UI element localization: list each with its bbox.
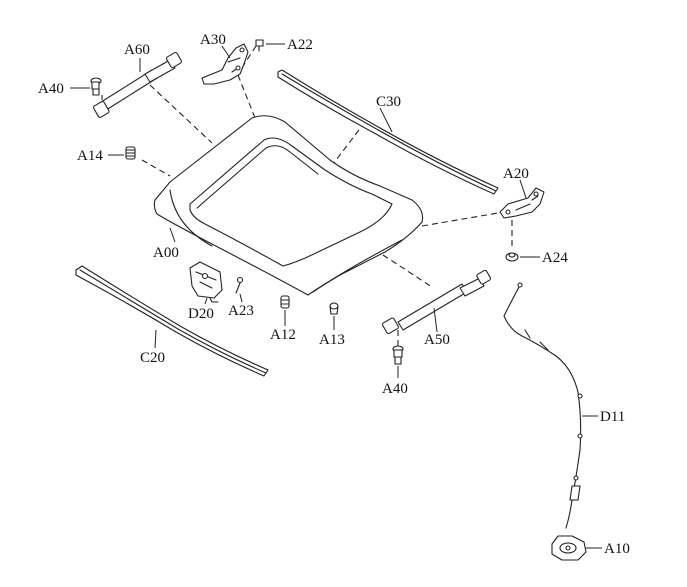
pin-a23 <box>235 276 244 294</box>
stopper-a13 <box>329 302 339 315</box>
bolt-a40-top <box>90 77 102 96</box>
hinge-a30 <box>201 43 249 85</box>
label-a50: A50 <box>424 332 450 348</box>
release-cable-d11 <box>503 282 583 529</box>
dashed-connectors <box>101 45 513 346</box>
nut-a24 <box>505 252 519 262</box>
label-a00: A00 <box>153 245 179 261</box>
hood-panel-a00 <box>153 115 424 296</box>
seal-strip-c30 <box>277 69 499 195</box>
seal-strip-c20 <box>75 265 269 377</box>
bolt-a22 <box>255 39 264 52</box>
hinge-a20 <box>499 187 545 219</box>
label-d20: D20 <box>188 306 214 322</box>
label-a14: A14 <box>77 148 103 164</box>
handle-a10 <box>551 535 587 561</box>
gas-strut-a60 <box>92 51 183 118</box>
label-a24: A24 <box>542 250 568 266</box>
label-a10: A10 <box>604 541 630 557</box>
label-a20: A20 <box>503 166 529 182</box>
part-labels: A60 A30 A22 A40 A14 C30 A20 A24 A00 D20 … <box>38 32 630 557</box>
bolt-a40-bottom <box>392 345 404 365</box>
gas-strut-a50 <box>381 269 492 335</box>
label-a22: A22 <box>287 37 313 53</box>
label-c30: C30 <box>376 94 401 110</box>
label-a23: A23 <box>228 303 254 319</box>
buffer-a14 <box>125 146 136 160</box>
label-a40-top: A40 <box>38 81 64 97</box>
label-d11: D11 <box>600 409 625 425</box>
label-a60: A60 <box>124 42 150 58</box>
label-a13: A13 <box>319 332 345 348</box>
latch-d20 <box>189 261 223 303</box>
label-a40-bottom: A40 <box>382 381 408 397</box>
leader-lines <box>70 43 602 549</box>
label-a12: A12 <box>270 327 296 343</box>
buffer-a12 <box>280 295 290 309</box>
label-a30: A30 <box>200 32 226 48</box>
label-c20: C20 <box>140 350 165 366</box>
